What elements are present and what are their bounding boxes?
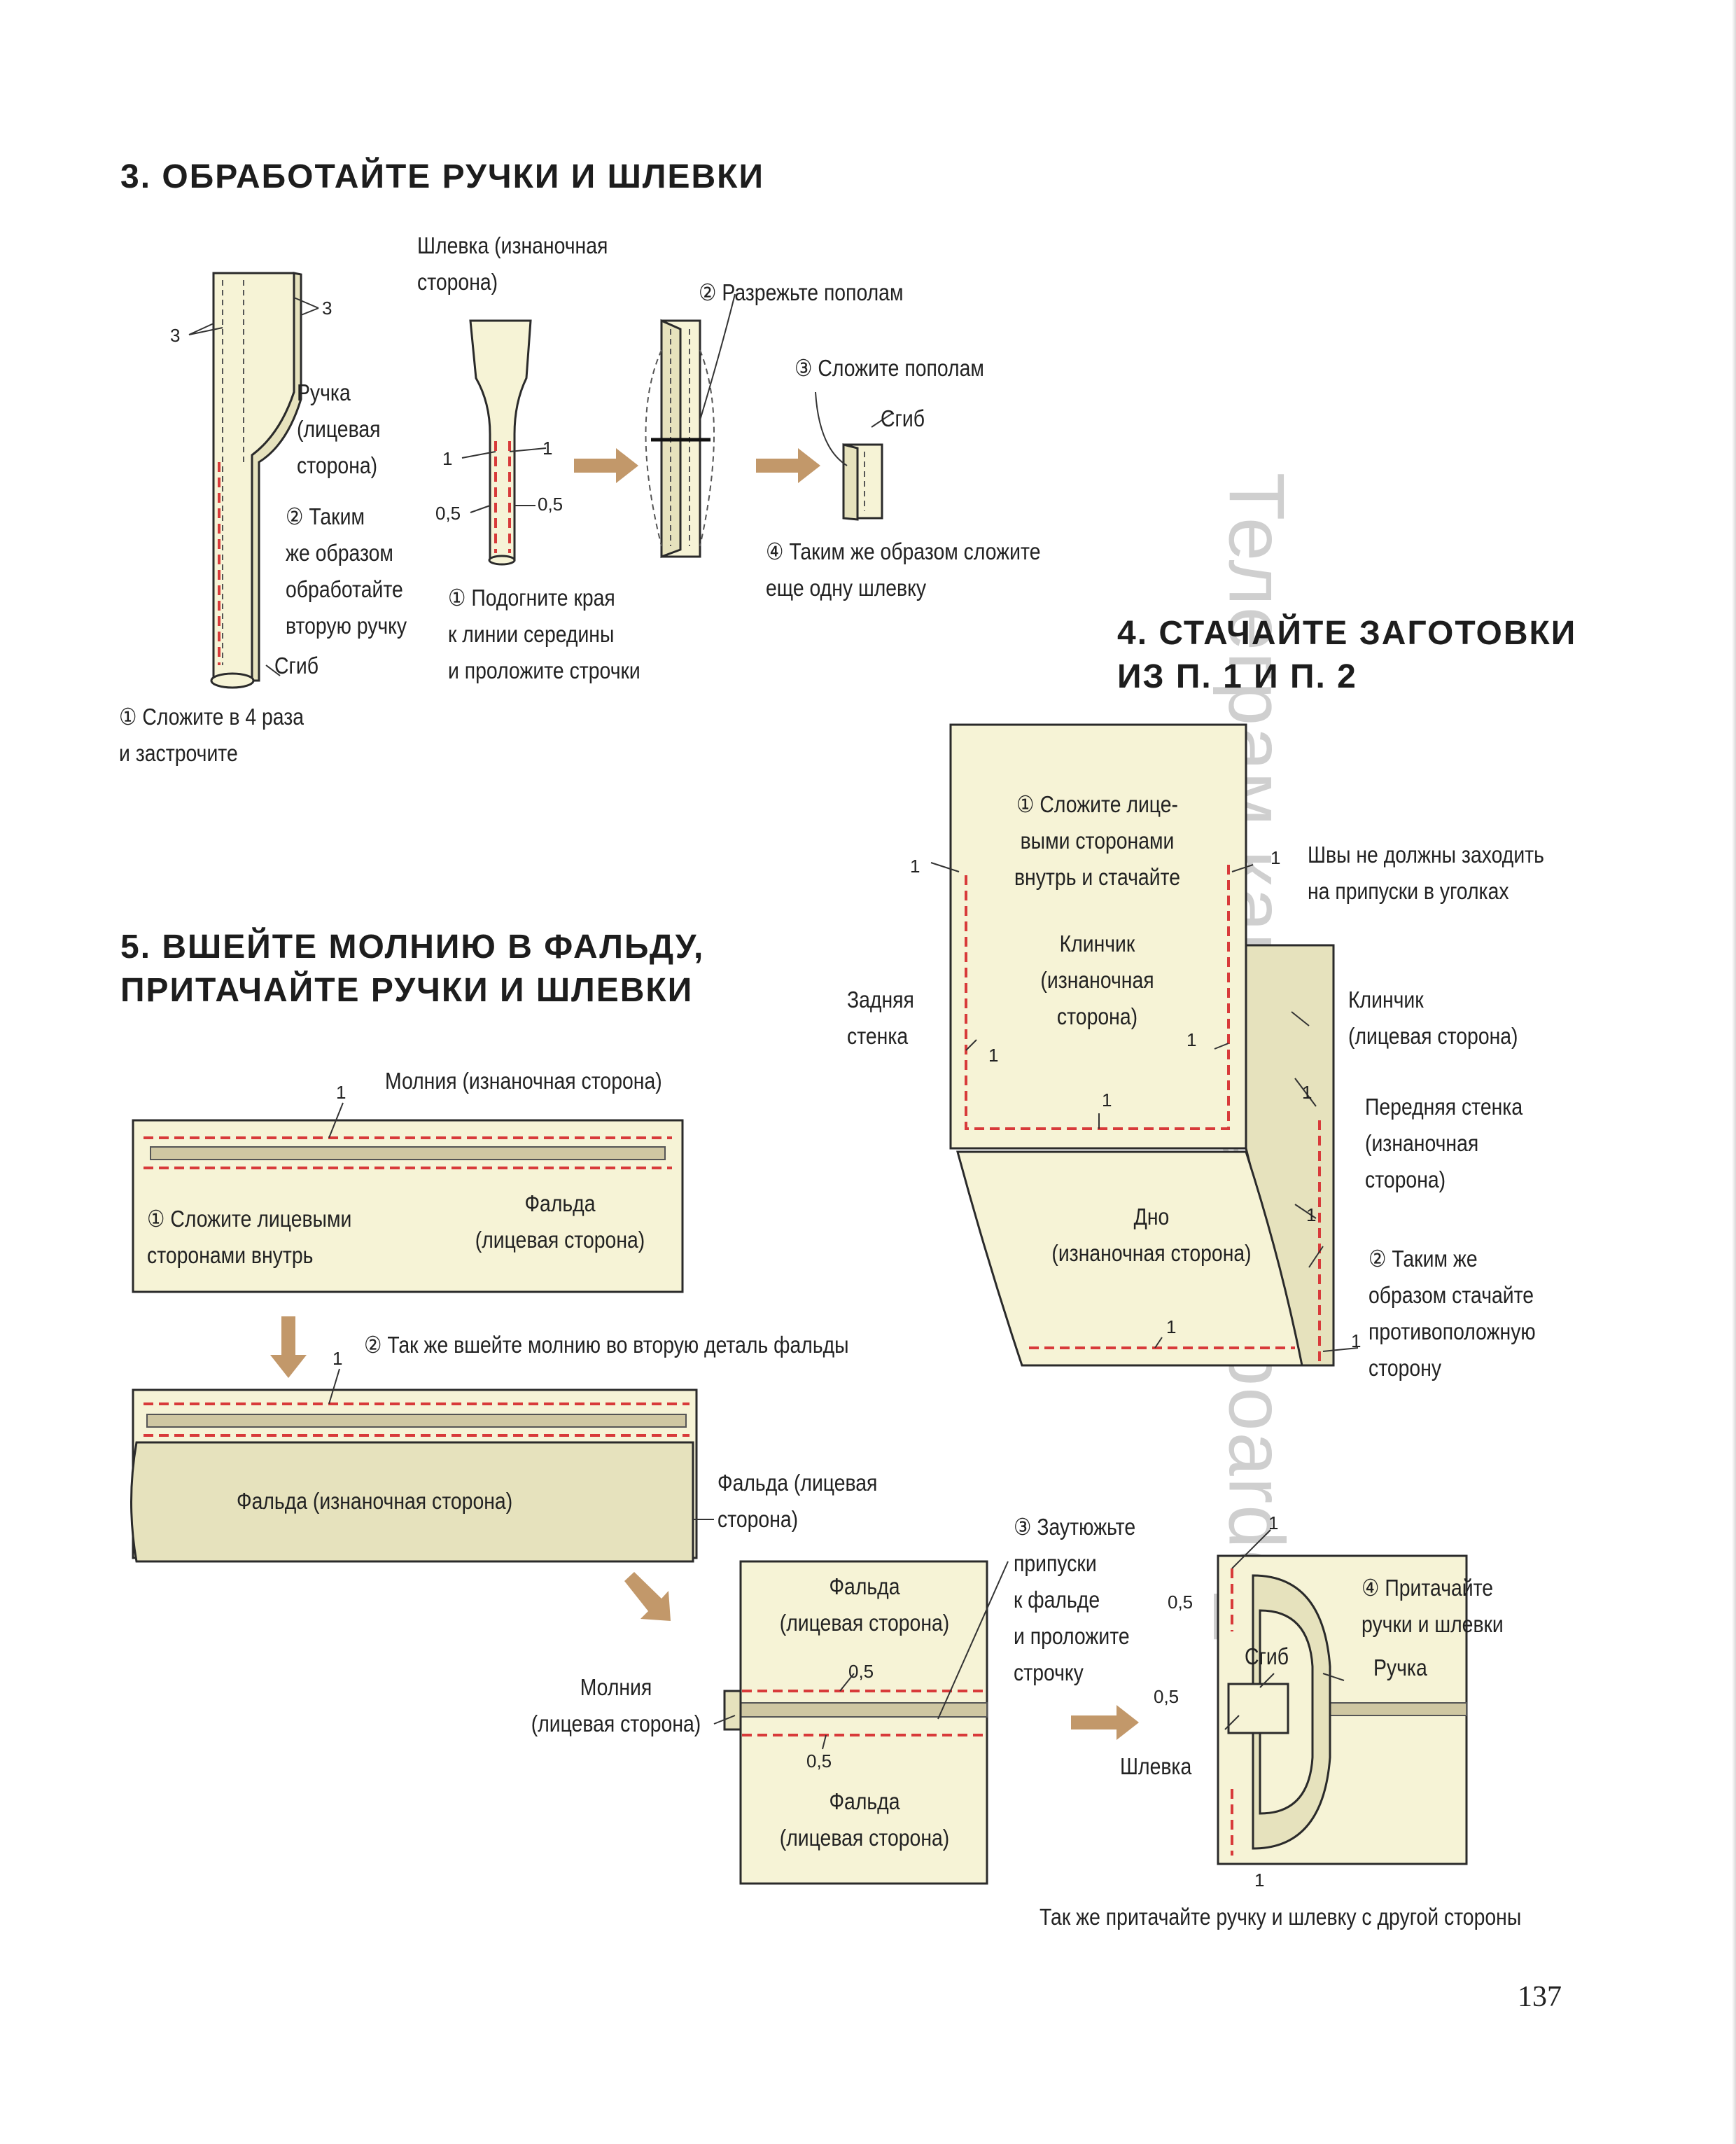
heading-section-3: 3. ОБРАБОТАЙТЕ РУЧКИ И ШЛЕВКИ [120,158,764,195]
handle-attached-illustration [1217,1529,1468,1865]
seams-note-label: Швы не должны заходить на припуски в уго… [1308,842,1544,904]
s4-num-1h: 1 [1166,1316,1177,1337]
fold-half-label: ③ Сложите пополам [794,355,984,381]
final-note-label: Так же притачайте ручку и шлевку с друго… [1040,1904,1522,1930]
s5-num-05b: 0,5 [806,1750,832,1771]
num-05a: 0,5 [435,503,461,524]
s5-step1-label: ① Сложите лицевыми сторонами внутрь [147,1206,352,1268]
s4-step2-label: ② Таким же образом стачайте противополож… [1368,1246,1536,1381]
num-3a: 3 [170,325,181,346]
pleat-right-label: Фальда (лицевая сторона) [475,1190,645,1253]
s4-step1-label: ① Сложите лице- выми сторонами внутрь и … [1014,791,1181,890]
s5-num-05c: 0,5 [1168,1592,1194,1613]
loop-label: Шлевка (изнаночная сторона) [417,232,608,295]
pleat-top-label: Фальда (лицевая сторона) [779,1573,950,1636]
page-number: 137 [1518,1981,1562,2013]
bag-assembly-illustration [930,723,1359,1367]
pleat-wrong-label: Фальда (изнаночная сторона) [237,1488,513,1514]
s5-num-1a: 1 [336,1082,346,1103]
heading-section-4: 4. СТАЧАЙТЕ ЗАГОТОВКИ ИЗ П. 1 И П. 2 [1117,615,1577,695]
s4-num-1e: 1 [1102,1090,1112,1111]
fold-label-3: Сгиб [1245,1643,1289,1669]
s5-step4-label: ④ Притачайте ручки и шлевки [1362,1575,1504,1637]
s5-step3-label: ③ Заутюжьте припуски к фальде и проложит… [1014,1514,1136,1685]
arrow-2 [756,448,820,483]
s5-num-1d: 1 [1254,1870,1265,1891]
fold-label-1: Сгиб [274,653,318,678]
pleat-bottom-label: Фальда (лицевая сторона) [779,1788,950,1851]
num-05b: 0,5 [538,494,564,515]
handle-label: Ручка (лицевая сторона) [297,380,381,478]
num-3b: 3 [322,298,332,319]
pleat-strip-illustration [130,1368,714,1563]
s5-num-05d: 0,5 [1154,1686,1180,1707]
s4-num-1d: 1 [1186,1029,1197,1050]
s4-num-1f: 1 [1302,1082,1312,1103]
step1-label: ① Сложите в 4 раза и застрочите [119,704,304,766]
gusset-right-label: Клинчик (лицевая сторона) [1348,987,1518,1049]
loop-strip-illustration [461,319,547,566]
cut-strip-illustration [645,293,736,559]
arrow-diag [624,1572,671,1621]
s5-num-05a: 0,5 [848,1661,874,1682]
step2-label: ② Таким же образом обработайте вторую ру… [286,503,407,639]
heading-section-5: 5. ВШЕЙТЕ МОЛНИЮ В ФАЛЬДУ, ПРИТАЧАЙТЕ РУ… [120,928,705,1009]
s4-num-1i: 1 [1351,1330,1362,1351]
num-1b: 1 [542,438,553,459]
back-wall-label: Задняя стенка [847,987,914,1049]
bottom-label: Дно (изнаночная сторона) [1051,1204,1252,1266]
zipper-right-label: Молния (лицевая сторона) [531,1674,701,1736]
cut-label: ② Разрежьте пополам [699,279,904,305]
zipper-strip-illustration [132,1102,684,1293]
gusset-wrong-label: Клинчик (изнаночная сторона) [1040,931,1154,1029]
s4-num-1a: 1 [910,856,920,877]
handle-label-2: Ручка [1373,1655,1427,1680]
page-edge-shadow [1732,0,1736,2144]
s4-num-1g: 1 [1306,1204,1317,1225]
s4-num-1c: 1 [988,1045,999,1066]
s5-num-1b: 1 [332,1348,343,1369]
arrow-3 [1071,1705,1139,1740]
front-wall-label: Передняя стенка (изнаночная сторона) [1365,1094,1523,1192]
pleat-right-label-2: Фальда (лицевая сторона) [718,1470,878,1532]
folded-loop-illustration [815,391,893,521]
fold-label-2: Сгиб [881,405,925,431]
arrow-1 [574,448,638,483]
s4-num-1b: 1 [1270,847,1281,868]
zipper-wrong-label: Молния (изнаночная сторона) [385,1068,662,1094]
zipper-pleat-illustration [713,1560,1009,1885]
s5-step2-label: ② Так же вшейте молнию во вторую деталь … [364,1332,849,1358]
handle-strip-illustration [188,272,319,689]
num-1a: 1 [442,448,453,469]
step4-label: ④ Таким же образом сложите еще одну шлев… [766,538,1041,601]
arrow-down-1 [270,1316,307,1378]
step1b-label: ① Подогните края к линии середины и прол… [448,585,640,683]
s5-num-1c: 1 [1268,1512,1279,1533]
loop-label-2: Шлевка [1120,1753,1192,1779]
